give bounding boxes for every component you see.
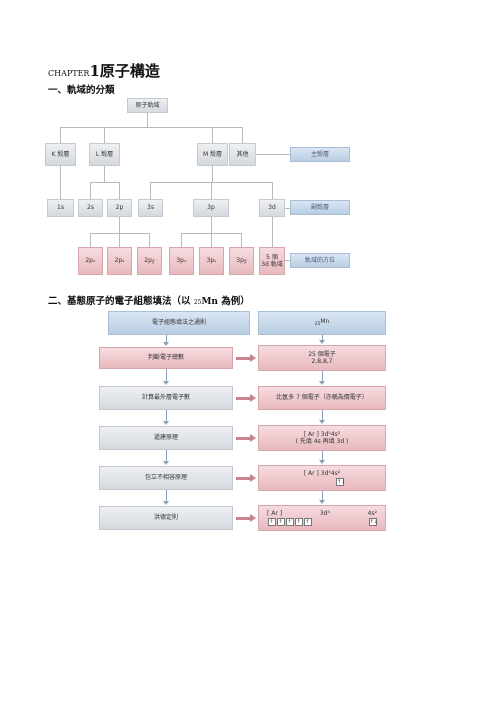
spin-box-3d-3: ↑ — [285, 518, 294, 527]
main-shell-label: 主殼層 — [290, 147, 350, 162]
flow-right-step-5-4s: 4s² — [367, 509, 377, 517]
shell-k: K 殼層 — [45, 143, 76, 166]
orbital-2py: 2pᵧ — [107, 247, 132, 275]
section-2-subscript: 25 — [193, 299, 202, 306]
orbital-3py: 3pᵧ — [199, 247, 224, 275]
spin-box-3d-5: ↑ — [303, 518, 312, 527]
flow-left-header: 電子組態填法之通則 — [108, 311, 250, 335]
subshell-3d: 3d — [259, 199, 285, 217]
orbital-3d-count: 5 個 — [266, 253, 278, 261]
chapter-prefix: CHAPTER — [48, 69, 90, 78]
flow-right-step-4: [ Ar ] 3d⁵4s² ↑↓ — [258, 465, 386, 491]
chapter-number: 1 — [89, 62, 100, 80]
spin-box-4s-final: ↑↓ — [368, 518, 378, 527]
orbital-2pz: 2p𝓏 — [137, 247, 162, 275]
spin-box-3d-2: ↑ — [276, 518, 285, 527]
flow-left-step-1: 判斷電子總數 — [99, 347, 233, 369]
chapter-heading: CHAPTER1原子構造 — [48, 60, 160, 81]
orbital-orientation-label: 軌域的方位 — [290, 253, 350, 268]
flow-right-step-1-line1: 25 個電子 — [308, 350, 336, 358]
spin-box-3d-1: ↑ — [267, 518, 276, 527]
sub-shell-label: 副殼層 — [290, 200, 350, 215]
flow-right-step-2: 比氬多 7 個電子（亦稱為價電子） — [258, 386, 386, 410]
subshell-1s: 1s — [47, 199, 74, 217]
flow-left-step-4: 包立不相容原理 — [99, 466, 233, 490]
flow-right-header-element: Mn — [320, 318, 330, 326]
flow-right-step-1: 25 個電子 2,8,8,7 — [258, 345, 386, 371]
flow-right-step-4-config: [ Ar ] 3d⁵4s² — [303, 470, 341, 478]
flow-right-step-1-line2: 2,8,8,7 — [311, 358, 333, 365]
spin-box-3d-4: ↑ — [294, 518, 303, 527]
flow-left-step-2: 計算最外層電子數 — [99, 386, 233, 410]
section-2-title: 二、基態原子的電子組態填法（以 25Mn 為例） — [48, 293, 250, 307]
orbital-2px: 2pₓ — [78, 247, 103, 275]
subshell-2p: 2p — [107, 199, 132, 217]
flow-right-step-3-line2: ( 先填 4s 再填 3d ) — [295, 438, 349, 445]
chapter-title: 原子構造 — [99, 62, 160, 80]
orbital-3px: 3pₓ — [169, 247, 194, 275]
flow-right-step-3: [ Ar ] 3d⁵4s² ( 先填 4s 再填 3d ) — [258, 425, 386, 451]
flow-left-step-5: 洪德定則 — [99, 506, 233, 530]
section-2-element: Mn — [201, 297, 218, 307]
shell-m: M 殼層 — [197, 143, 228, 166]
spin-box-4s: ↑↓ — [336, 477, 346, 486]
flow-right-step-5-3d: 3d⁵ — [319, 509, 330, 517]
subshell-3s: 3s — [138, 199, 163, 217]
orbital-3d-set: 5 個 3d 軌域 — [259, 247, 285, 275]
tree-root: 原子軌域 — [127, 98, 168, 113]
flow-right-step-5-prefix: [ Ar ] — [267, 509, 283, 517]
shell-other: 其他 — [229, 143, 256, 166]
flow-right-step-3-line1: [ Ar ] 3d⁵4s² — [303, 430, 341, 438]
section-2-title-main: 二、基態原子的電子組態填法（以 — [48, 296, 194, 307]
subshell-3p: 3p — [193, 199, 229, 217]
section-1-title: 一、軌域的分類 — [48, 85, 115, 96]
section-2-title-end: 為例） — [217, 296, 250, 307]
orbital-3pz: 3p𝓏 — [229, 247, 254, 275]
flow-right-header: 25Mn — [258, 311, 386, 335]
subshell-2s: 2s — [78, 199, 103, 217]
flow-left-step-3: 遞建原理 — [99, 426, 233, 450]
orbital-3d-label: 3d 軌域 — [261, 261, 283, 268]
flow-right-header-sub: 25 — [314, 322, 321, 328]
flow-right-step-5: [ Ar ] 3d⁵ 4s² ↑↑↑↑↑ ↑↓ — [258, 505, 386, 531]
shell-l: L 殼層 — [89, 143, 120, 166]
